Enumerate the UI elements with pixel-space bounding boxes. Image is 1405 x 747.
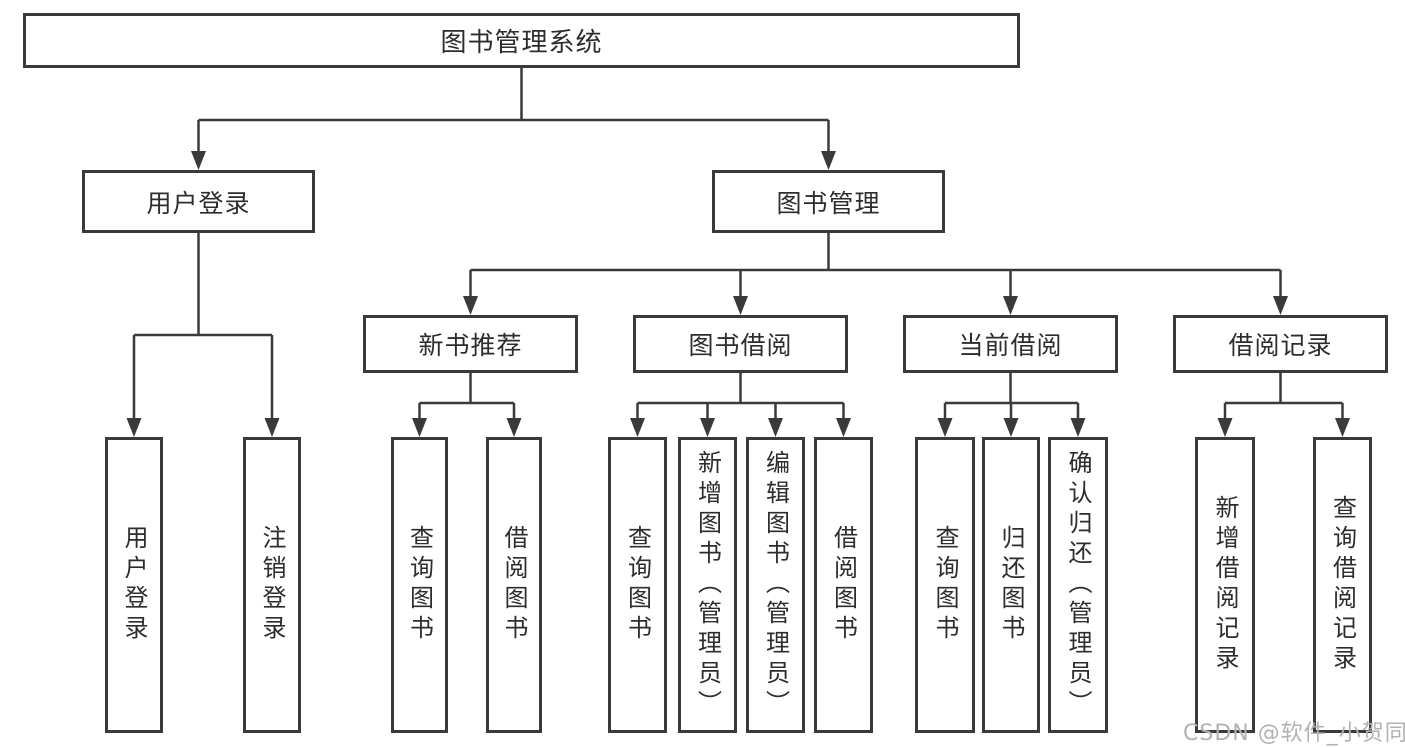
node-book-management: 图书管理	[712, 170, 945, 233]
leaf-add-books-admin: 新增图书（管理员）	[678, 437, 737, 733]
leaf-edit-books-admin: 编辑图书（管理员）	[746, 437, 805, 733]
node-label: 用户登录	[146, 188, 251, 218]
node-label: 新书推荐	[418, 331, 523, 360]
leaf-query-books-current: 查询图书	[915, 437, 975, 733]
node-label: 新增借阅记录	[1211, 495, 1239, 675]
node-label: 借阅图书	[500, 525, 528, 645]
node-label: 确认归还（管理员）	[1064, 450, 1092, 720]
node-label: 图书管理系统	[440, 28, 603, 58]
node-label: 借阅记录	[1228, 331, 1333, 360]
node-book-management-system: 图书管理系统	[23, 13, 1020, 68]
node-user-login: 用户登录	[82, 170, 315, 233]
leaf-user-login: 用户登录	[105, 437, 163, 733]
node-borrowing-records: 借阅记录	[1173, 315, 1388, 373]
node-label: 查询图书	[405, 525, 434, 645]
leaf-confirm-return-admin: 确认归还（管理员）	[1048, 437, 1108, 733]
csdn-watermark: CSDN @软件_小贺同学	[1183, 721, 1405, 746]
leaf-add-borrowing-record: 新增借阅记录	[1195, 437, 1255, 733]
node-new-book-recommendation: 新书推荐	[363, 315, 578, 373]
leaf-logout: 注销登录	[243, 437, 301, 733]
node-label: 注销登录	[258, 525, 286, 645]
leaf-borrow-books-recommendation: 借阅图书	[486, 437, 542, 733]
node-label: 编辑图书（管理员）	[761, 450, 790, 720]
node-label: 查询借阅记录	[1328, 495, 1357, 675]
node-label: 归还图书	[997, 525, 1025, 645]
leaf-query-borrowing-record: 查询借阅记录	[1313, 437, 1372, 733]
leaf-query-books-borrowing: 查询图书	[608, 437, 667, 733]
node-label: 图书借阅	[688, 331, 793, 360]
node-current-borrowing: 当前借阅	[903, 315, 1118, 373]
node-label: 当前借阅	[958, 331, 1063, 360]
node-label: 图书管理	[776, 188, 881, 218]
node-label: 用户登录	[120, 525, 148, 645]
node-book-borrowing: 图书借阅	[633, 315, 848, 373]
leaf-borrow-books: 借阅图书	[814, 437, 873, 733]
leaf-query-books-recommendation: 查询图书	[391, 437, 448, 733]
node-label: 查询图书	[623, 525, 652, 645]
leaf-return-books: 归还图书	[982, 437, 1040, 733]
node-label: 借阅图书	[829, 525, 858, 645]
node-label: 新增图书（管理员）	[693, 450, 722, 720]
node-label: 查询图书	[931, 525, 959, 645]
